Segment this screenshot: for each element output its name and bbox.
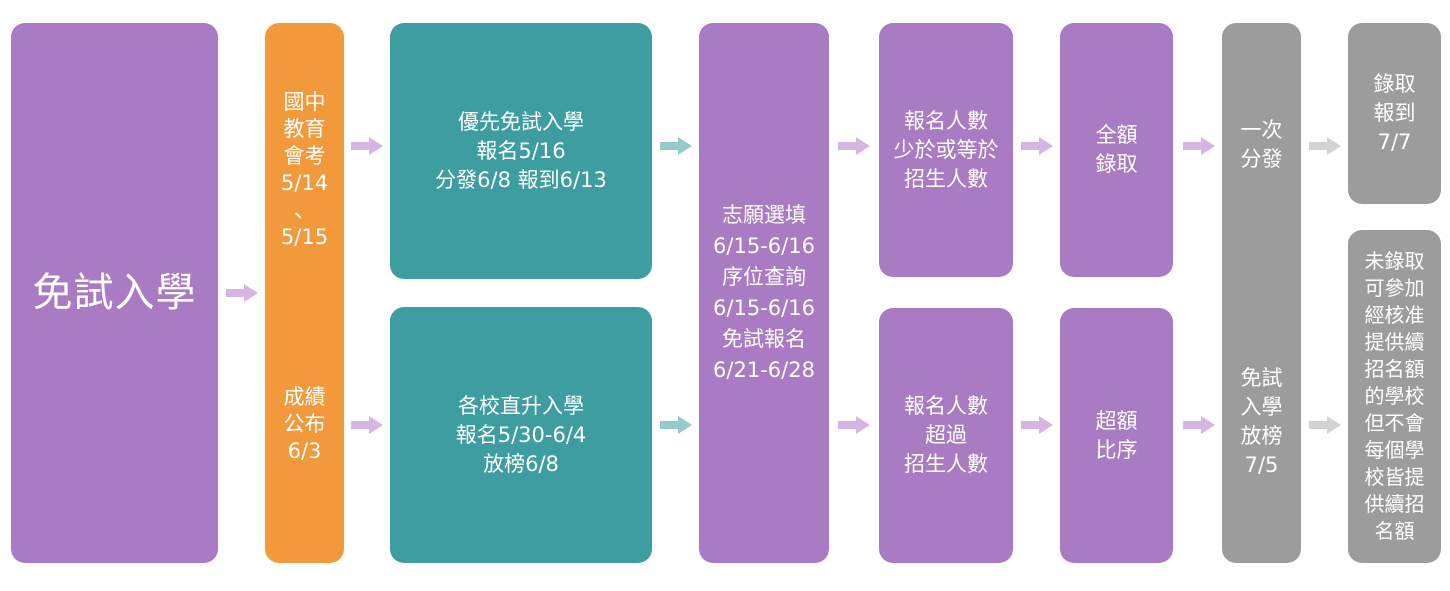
exam-dates: 國中 教育 會考 5/14 、 5/15 [280, 90, 329, 249]
arrow-right-icon [1183, 416, 1215, 434]
direct-admission-text: 各校直升入學 報名5/30-6/4 放榜6/8 [455, 393, 587, 476]
over-quota-box: 報名人數 超過 招生人數 [879, 308, 1013, 563]
allocation-release: 免試 入學 放榜 7/5 [1240, 366, 1283, 477]
arrow-right-icon [660, 416, 692, 434]
arrow-right-icon [838, 416, 870, 434]
arrow-right-icon [1309, 137, 1341, 155]
priority-admission-box: 優先免試入學 報名5/16 分發6/8 報到6/13 [390, 23, 652, 279]
arrow-right-icon [838, 137, 870, 155]
over-rank-box: 超額 比序 [1060, 308, 1173, 563]
allocation-box: 一次 分發 免試 入學 放榜 7/5 [1222, 23, 1301, 563]
over-rank-text: 超額 比序 [1095, 408, 1138, 462]
full-admission-text: 全額 錄取 [1095, 123, 1138, 176]
schedule-box: 志願選填 6/15-6/16 序位查詢 6/15-6/16 免試報名 6/21-… [699, 23, 829, 563]
arrow-right-icon [1021, 416, 1053, 434]
arrow-right-icon [226, 284, 258, 302]
not-admitted-text: 未錄取 可參加 經核准 提供續 招名額 的學校 但不會 每個學 校皆提 供續招 … [1364, 249, 1425, 543]
arrow-right-icon [1021, 137, 1053, 155]
arrow-right-icon [351, 416, 383, 434]
admitted-text: 錄取 報到 7/7 [1373, 72, 1416, 154]
not-admitted-box: 未錄取 可參加 經核准 提供續 招名額 的學校 但不會 每個學 校皆提 供續招 … [1348, 230, 1441, 563]
over-quota-text: 報名人數 超過 招生人數 [904, 394, 988, 476]
exam-score-release: 成績 公布 6/3 [283, 385, 326, 463]
exam-box: 國中 教育 會考 5/14 、 5/15 成績 公布 6/3 [265, 23, 344, 563]
direct-admission-box: 各校直升入學 報名5/30-6/4 放榜6/8 [390, 307, 652, 563]
main-title-box: 免試入學 [11, 23, 218, 563]
under-quota-box: 報名人數 少於或等於 招生人數 [879, 23, 1013, 277]
arrow-right-icon [1183, 137, 1215, 155]
priority-admission-text: 優先免試入學 報名5/16 分發6/8 報到6/13 [435, 109, 607, 192]
arrow-right-icon [660, 137, 692, 155]
under-quota-text: 報名人數 少於或等於 招生人數 [893, 108, 999, 191]
main-title: 免試入學 [32, 270, 197, 316]
arrow-right-icon [351, 137, 383, 155]
arrow-right-icon [1309, 416, 1341, 434]
allocation-once: 一次 分發 [1240, 118, 1283, 171]
admitted-box: 錄取 報到 7/7 [1348, 23, 1441, 204]
schedule-text: 志願選填 6/15-6/16 序位查詢 6/15-6/16 免試報名 6/21-… [713, 203, 815, 382]
full-admission-box: 全額 錄取 [1060, 23, 1173, 277]
